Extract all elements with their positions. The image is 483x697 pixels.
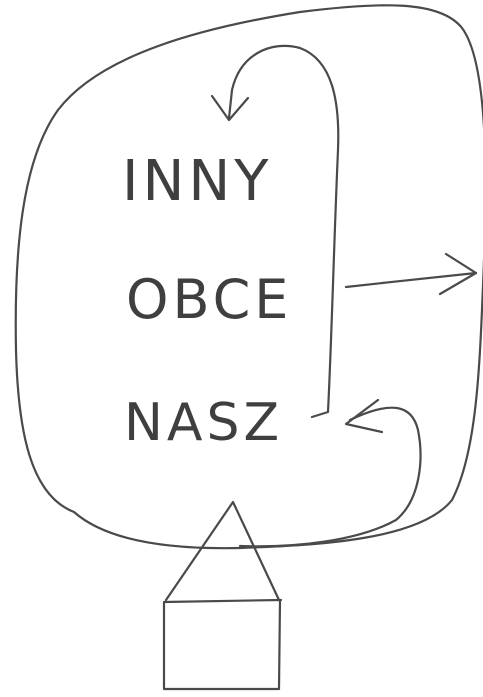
inner-loop-line [227, 44, 340, 419]
arrow-right-icon [344, 252, 478, 296]
word-inny: INNY [122, 149, 273, 214]
return-loop-line [238, 406, 422, 548]
outer-boundary [14, 4, 483, 550]
word-nasz: NASZ [124, 393, 283, 453]
house-icon [162, 500, 283, 691]
arrow-down-icon [210, 94, 250, 122]
arrow-left-icon [344, 398, 384, 434]
word-obce: OBCE [126, 268, 292, 331]
